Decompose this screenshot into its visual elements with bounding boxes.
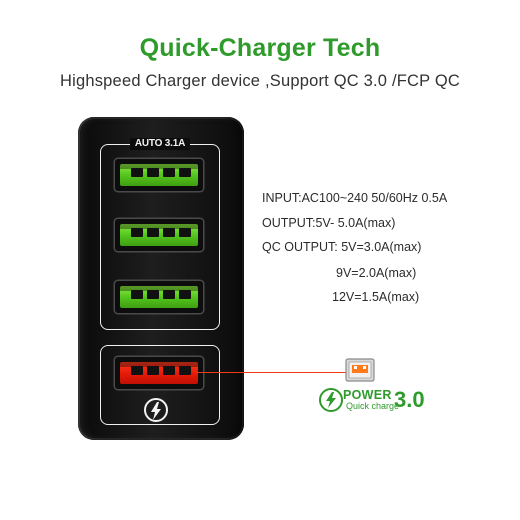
usb-port-ridge xyxy=(120,362,198,367)
spec-qc-output: QC OUTPUT: 5V=3.0A(max) xyxy=(262,240,421,254)
spec-qc-output-value-2: 9V=2.0A(max) xyxy=(336,266,417,280)
usb-pin xyxy=(179,290,191,299)
usb-pin xyxy=(179,228,191,237)
usb-pin xyxy=(131,290,143,299)
usb-pin xyxy=(163,290,175,299)
usb-pin xyxy=(163,228,175,237)
spec-qc-output-value-1: 5V=3.0A(max) xyxy=(341,240,422,254)
usb-port-2 xyxy=(115,219,203,251)
usb-port-qc xyxy=(115,357,203,389)
usb-pin xyxy=(131,366,143,375)
usb-port-ridge xyxy=(120,286,198,291)
auto-label: AUTO 3.1A xyxy=(130,138,190,150)
lightning-bolt-icon xyxy=(144,398,168,422)
qc-logo-power-text: POWER xyxy=(343,388,392,402)
qc-logo-version: 3.0 xyxy=(394,387,425,412)
usb-pin xyxy=(147,290,159,299)
usb-port-3 xyxy=(115,281,203,313)
qc-pointer-line xyxy=(196,372,346,374)
usb-pin xyxy=(179,366,191,375)
usb-pin xyxy=(147,228,159,237)
qc-port-frame xyxy=(100,345,220,425)
spec-output: OUTPUT:5V- 5.0A(max) xyxy=(262,216,396,230)
page-title: Quick-Charger Tech xyxy=(139,34,381,62)
spec-qc-output-value-3: 12V=1.5A(max) xyxy=(332,290,420,304)
usb-port-ridge xyxy=(120,164,198,169)
spec-input: INPUT:AC100~240 50/60Hz 0.5A xyxy=(262,191,448,205)
usb-pin xyxy=(147,168,159,177)
usb-pin xyxy=(147,366,159,375)
quick-charge-logo: POWER Quick charge 3.0 xyxy=(319,387,429,415)
page-subtitle: Highspeed Charger device ,Support QC 3.0… xyxy=(60,72,460,90)
qc-logo-quick-charge-text: Quick charge xyxy=(346,401,400,411)
usb-pin xyxy=(179,168,191,177)
usb-pin xyxy=(131,168,143,177)
usb-plug-icon xyxy=(345,357,377,383)
usb-port-1 xyxy=(115,159,203,191)
usb-charger-image: AUTO 3.1A xyxy=(78,117,244,440)
usb-port-ridge xyxy=(120,224,198,229)
usb-pin xyxy=(163,168,175,177)
usb-pin xyxy=(163,366,175,375)
spec-qc-output-label: QC OUTPUT: xyxy=(262,240,338,254)
usb-pin xyxy=(131,228,143,237)
lightning-bolt-icon xyxy=(319,388,343,412)
